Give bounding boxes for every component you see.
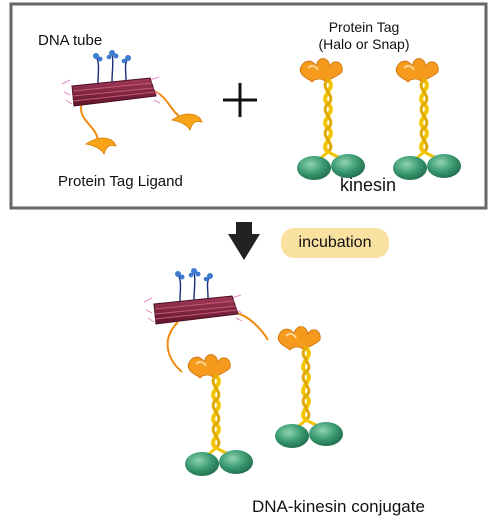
- protein-tag-label-line1: Protein Tag: [328, 19, 400, 35]
- protein-tag-label-line2: (Halo or Snap): [318, 36, 410, 52]
- dna-tube-label: DNA tube: [38, 32, 103, 49]
- kinesin-label: kinesin: [340, 175, 397, 195]
- kinesin-motor-icon: [185, 355, 253, 477]
- kinesin-motor-icon: [275, 327, 343, 449]
- down-arrow-icon: [228, 222, 260, 260]
- incubation-badge: incubation: [281, 228, 389, 258]
- conjugate-label: DNA-kinesin conjugate: [252, 497, 425, 516]
- protein-tag-ligand-label: Protein Tag Ligand: [58, 173, 183, 190]
- plus-icon: [223, 83, 257, 117]
- dna-tube-with-ligands: [61, 49, 203, 155]
- dna-kinesin-conjugate: [143, 267, 343, 477]
- protein-tag-label: Protein Tag (Halo or Snap): [302, 19, 426, 53]
